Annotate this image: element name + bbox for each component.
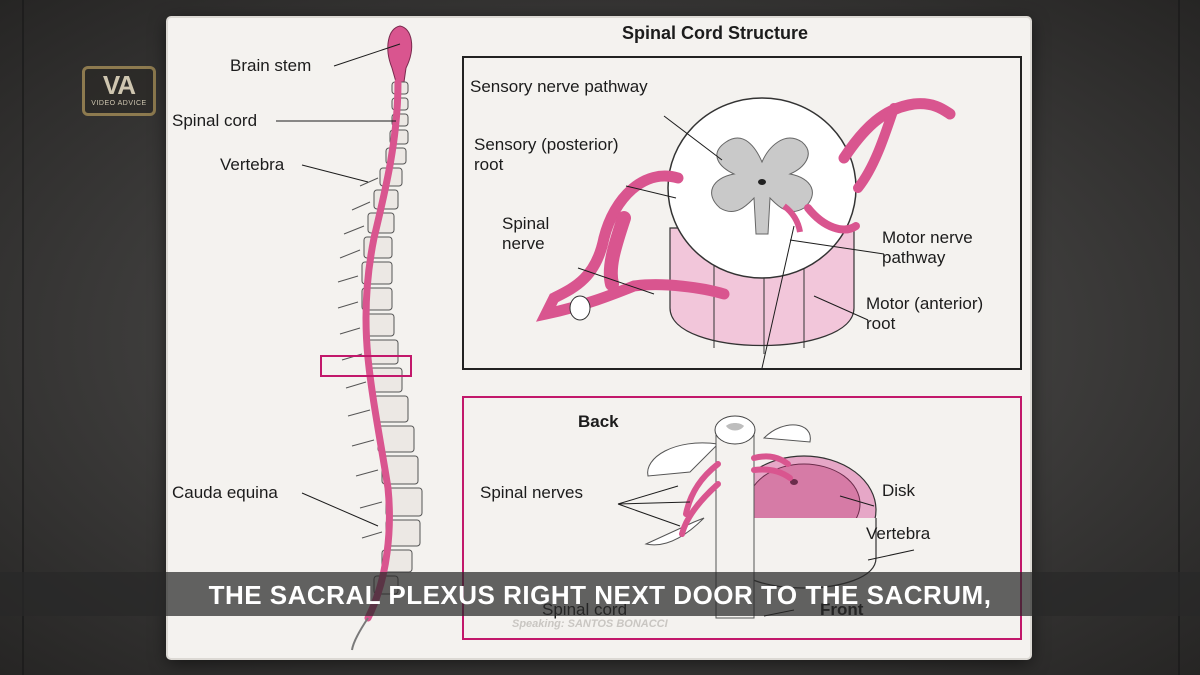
label-back: Back <box>578 412 619 431</box>
label-motor-root-1: Motor (anterior) <box>866 294 984 313</box>
label-sensory-pathway: Sensory nerve pathway <box>470 77 648 96</box>
film-edge-right <box>1178 0 1180 675</box>
label-disk: Disk <box>882 481 916 500</box>
subtitle-bar <box>0 572 1200 616</box>
logo-mark: VA <box>102 70 136 100</box>
label-vertebra-view: Vertebra <box>866 524 931 543</box>
channel-logo: VA VIDEO ADVICE <box>82 66 156 116</box>
label-vertebra: Vertebra <box>220 155 285 174</box>
vertebra-view-frame <box>462 396 1022 640</box>
spine-leader-lines <box>276 43 401 527</box>
caption-text: THE SACRAL PLEXUS RIGHT NEXT DOOR TO THE… <box>208 580 992 610</box>
label-sensory-root-1: Sensory (posterior) <box>474 135 619 154</box>
spine-highlight-box <box>320 355 412 377</box>
logo-text: VIDEO ADVICE <box>91 100 147 107</box>
label-spinal-nerve-2: nerve <box>502 234 545 253</box>
label-spinal-nerve-1: Spinal <box>502 214 550 233</box>
film-edge-left <box>22 0 24 675</box>
speaker-credit: Speaking: SANTOS BONACCI <box>512 618 668 630</box>
diagram-paper: Brain stem Spinal cord Vertebra Cauda eq… <box>168 18 1030 658</box>
label-spinal-cord: Spinal cord <box>172 111 258 130</box>
cross-section-frame <box>462 56 1022 370</box>
label-brain-stem: Brain stem <box>230 56 312 75</box>
cross-section-illustration <box>535 97 956 368</box>
label-motor-root-2: root <box>866 314 896 333</box>
label-motor-pathway-2: pathway <box>882 248 946 267</box>
label-spinal-nerves: Spinal nerves <box>480 483 584 502</box>
label-motor-pathway-1: Motor nerve <box>882 228 973 247</box>
label-cauda-equina: Cauda equina <box>172 483 278 502</box>
label-sensory-root-2: root <box>474 155 504 174</box>
diagram-title: Spinal Cord Structure <box>622 23 809 43</box>
spine-illustration <box>337 25 423 651</box>
